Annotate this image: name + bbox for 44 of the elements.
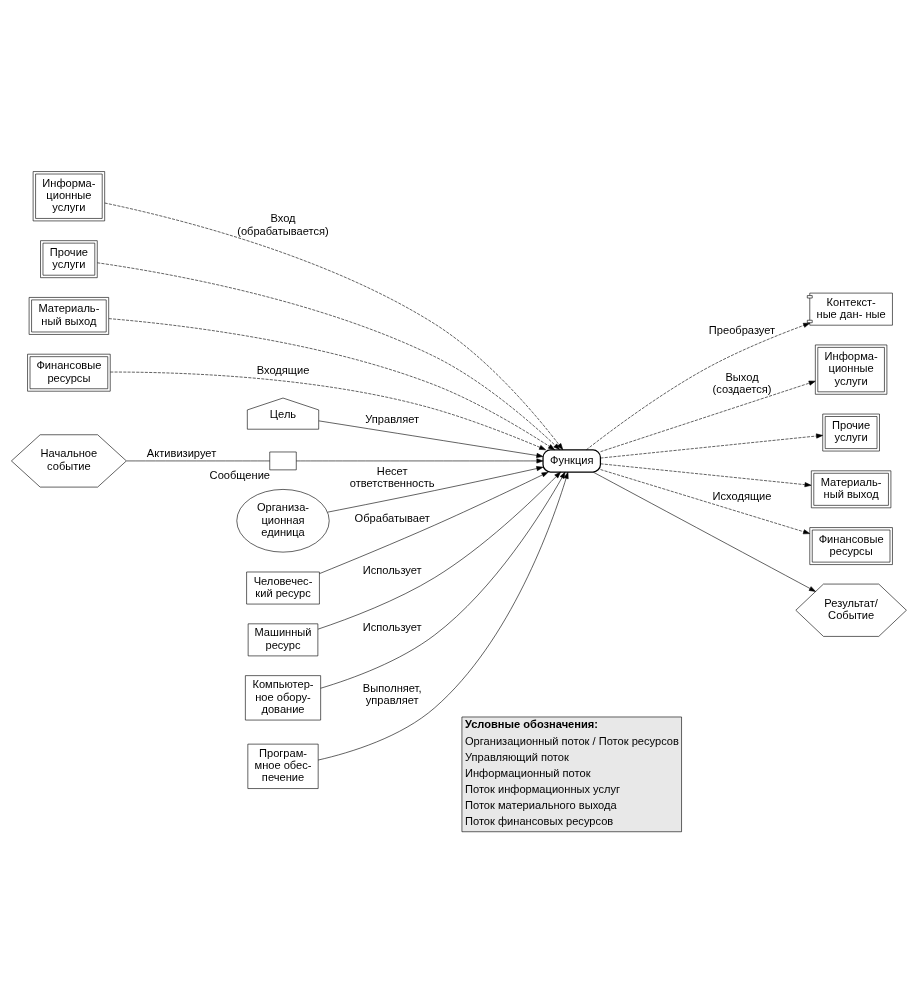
arrow <box>592 471 816 592</box>
node-box: Функция <box>541 448 601 473</box>
edge-label: Входящие <box>256 363 309 376</box>
edge-label: Выполняет, управляет <box>362 681 422 706</box>
edge-label: Выход (создается) <box>712 370 771 395</box>
arrow <box>108 317 555 450</box>
edge-label: Активизирует <box>146 446 216 459</box>
arrow <box>104 202 563 450</box>
arrow <box>599 468 810 534</box>
arrow <box>326 465 543 512</box>
node-ellipse: Организа- ционная единица <box>236 488 330 552</box>
edge-label: Несет ответственность <box>349 464 435 489</box>
node-box: Програм- мное обес- печение <box>247 743 318 789</box>
edge-label: Исходящие <box>712 489 771 502</box>
arrow <box>96 262 560 450</box>
label: Условные обозначения: <box>464 717 598 730</box>
edge-label: Преобразует <box>708 323 775 336</box>
legend-label: Поток материального выхода <box>464 798 617 811</box>
legend-label: Организационный поток / Поток ресурсов <box>464 734 679 747</box>
edge-label: Вход (обрабатывается) <box>236 211 329 237</box>
edge-label: Управляет <box>364 412 419 425</box>
arrow <box>599 380 816 452</box>
arrow <box>109 371 546 450</box>
node-box: Машинный ресурс <box>247 623 318 656</box>
arrow <box>599 433 823 458</box>
edge-label: Использует <box>362 563 422 576</box>
arrow <box>318 420 543 458</box>
legend-label: Управляющий поток <box>464 750 569 763</box>
arrow <box>599 463 811 487</box>
arrow <box>319 471 565 689</box>
node-label: Сообщение <box>209 468 270 481</box>
edge-label: Обрабатывает <box>354 511 430 524</box>
node-envelope <box>268 451 297 470</box>
node-box: Компьютер- ное обору- дование <box>244 674 321 720</box>
legend-label: Поток финансовых ресурсов <box>464 814 613 827</box>
legend-label: Информационный поток <box>464 766 591 779</box>
arrow <box>317 471 568 760</box>
node-box: Человечес- кий ресурс <box>245 571 320 604</box>
arrow <box>585 322 810 450</box>
arrow <box>295 457 543 463</box>
edge-label: Использует <box>362 620 422 633</box>
arrow <box>318 471 548 574</box>
legend-label: Поток информационных услуг <box>464 782 620 795</box>
arrow <box>317 471 561 629</box>
